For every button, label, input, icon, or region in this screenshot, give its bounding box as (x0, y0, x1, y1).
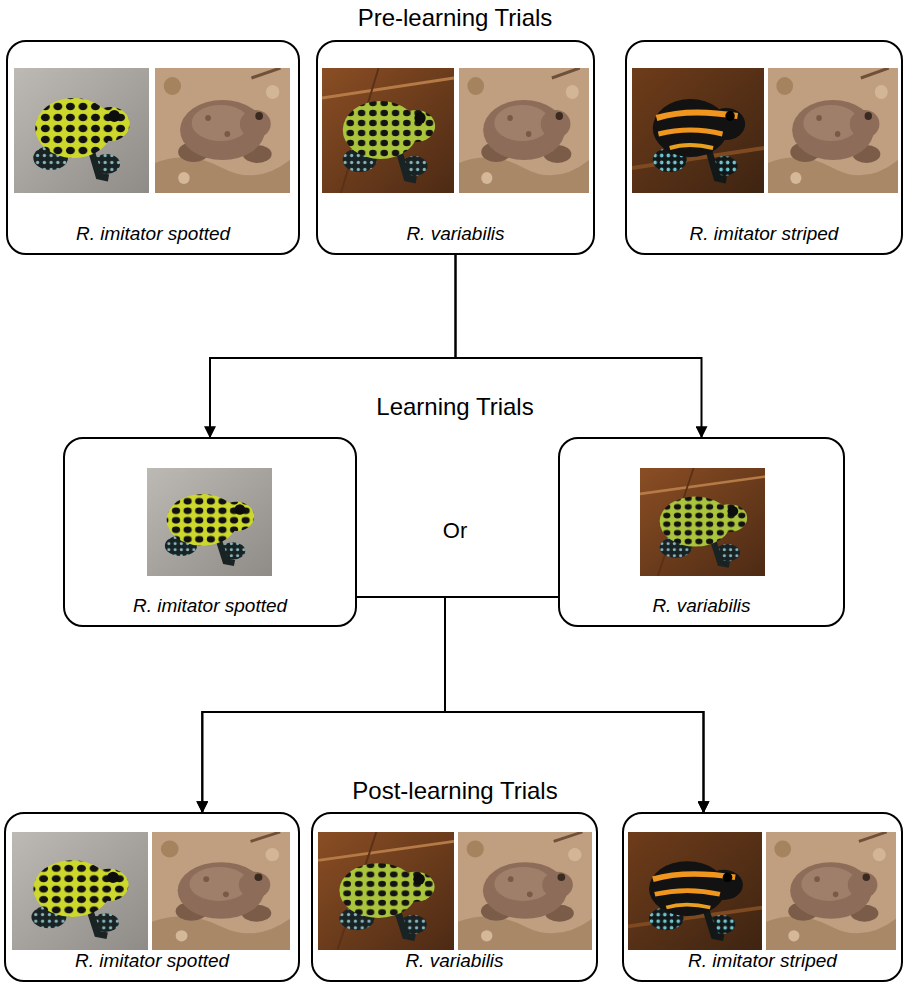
frog-photo (322, 68, 454, 193)
frog-photo (640, 468, 765, 576)
frog-photo (632, 68, 764, 193)
section-heading: Learning Trials (372, 393, 537, 421)
species-caption: R. imitator striped (688, 950, 837, 973)
toad-photo (458, 832, 592, 950)
frog-photo (318, 832, 454, 950)
trial-box: R. imitator spotted (6, 40, 300, 255)
toad-photo (155, 68, 290, 193)
trial-box: R. imitator spotted (4, 812, 300, 982)
species-caption: R. imitator spotted (76, 223, 230, 246)
species-caption: R. imitator spotted (75, 950, 229, 973)
trial-box: R. variabilis (316, 40, 595, 255)
section-heading: Pre-learning Trials (354, 4, 557, 32)
trial-box: R. imitator striped (622, 812, 903, 982)
trial-box: R. imitator striped (625, 40, 903, 255)
toad-photo (768, 68, 898, 193)
species-caption: R. variabilis (405, 950, 503, 973)
toad-photo (459, 68, 589, 193)
toad-photo (766, 832, 896, 950)
species-caption: R. variabilis (406, 223, 504, 246)
species-caption: R. imitator spotted (133, 595, 287, 618)
section-heading: Or (439, 518, 471, 543)
frog-photo (14, 68, 149, 193)
section-heading: Post-learning Trials (348, 777, 561, 805)
trial-box: R. variabilis (558, 437, 845, 627)
toad-photo (152, 832, 290, 950)
frog-photo (147, 468, 272, 576)
species-caption: R. variabilis (652, 595, 750, 618)
species-caption: R. imitator striped (690, 223, 839, 246)
trial-box: R. imitator spotted (63, 437, 357, 627)
frog-photo (12, 832, 148, 950)
trial-box: R. variabilis (311, 812, 598, 982)
frog-photo (628, 832, 762, 950)
